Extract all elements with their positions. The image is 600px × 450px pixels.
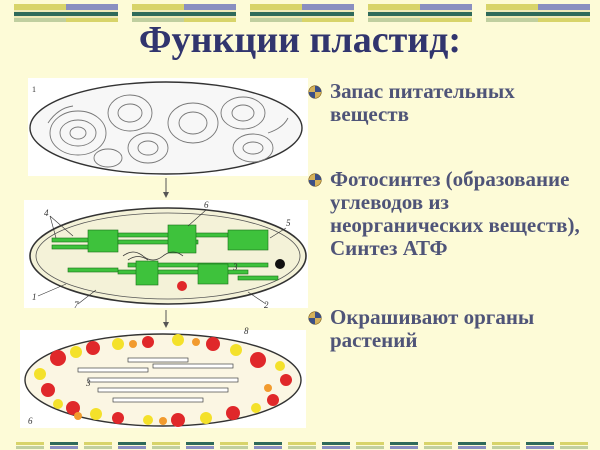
list-item: Запас питательных веществ <box>306 80 594 126</box>
label-b6: 6 <box>28 416 33 426</box>
arrow-down-icon <box>163 310 169 328</box>
bottom-decorative-band <box>16 442 588 449</box>
label-2: 2 <box>264 300 269 310</box>
band-block <box>84 442 112 449</box>
sphere-bullet-icon <box>308 173 322 187</box>
chromoplast-figure: 3 8 6 <box>20 326 306 428</box>
label-3: 3 <box>232 262 238 272</box>
label-b8: 8 <box>244 326 249 336</box>
functions-list: Запас питательных веществ Фотосинтез (об… <box>306 80 594 352</box>
label-4: 4 <box>44 208 49 218</box>
band-block <box>288 442 316 449</box>
band-block <box>16 442 44 449</box>
band-block <box>50 442 78 449</box>
band-block <box>220 442 248 449</box>
band-block <box>250 4 354 22</box>
leucoplast-figure: 1 <box>28 78 308 176</box>
band-block <box>368 4 472 22</box>
band-block <box>390 442 418 449</box>
band-block <box>14 4 118 22</box>
chloroplast-figure: 4 6 5 3 1 7 2 <box>24 200 308 310</box>
arrow-down-icon <box>163 178 169 198</box>
top-decorative-band <box>0 0 600 26</box>
band-block <box>560 442 588 449</box>
band-block <box>424 442 452 449</box>
bullet-text: Запас питательных веществ <box>330 79 515 126</box>
band-block <box>526 442 554 449</box>
label-1: 1 <box>32 292 37 302</box>
sphere-bullet-icon <box>308 85 322 99</box>
label-7: 7 <box>74 300 79 310</box>
band-block <box>458 442 486 449</box>
band-block <box>492 442 520 449</box>
sphere-bullet-icon <box>308 311 322 325</box>
label-b3: 3 <box>85 378 91 388</box>
band-block <box>322 442 350 449</box>
band-block <box>356 442 384 449</box>
band-block <box>118 442 146 449</box>
list-item: Фотосинтез (образование углеводов из нео… <box>306 168 594 260</box>
bullet-text: Фотосинтез (образование углеводов из нео… <box>330 167 580 260</box>
band-block <box>152 442 180 449</box>
list-item: Окрашивают органы растений <box>306 306 594 352</box>
label-6: 6 <box>204 200 209 210</box>
label-top-1: 1 <box>32 85 36 94</box>
slide-title: Функции пластид: <box>138 19 462 61</box>
band-block <box>132 4 236 22</box>
bullet-text: Окрашивают органы растений <box>330 305 535 352</box>
band-block <box>186 442 214 449</box>
band-block <box>486 4 590 22</box>
label-5: 5 <box>286 218 291 228</box>
plastid-diagram: 1 4 6 5 3 <box>20 78 308 428</box>
band-block <box>254 442 282 449</box>
